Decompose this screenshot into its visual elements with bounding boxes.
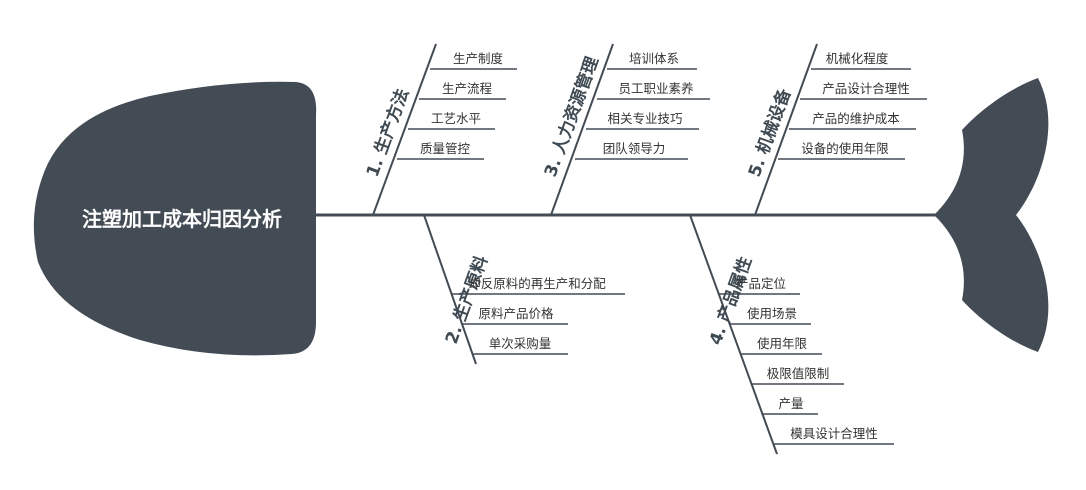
category-bone	[423, 214, 477, 365]
category-hr-management: 3. 人力资源管理 培训体系 员工职业素养 相关专业技巧 团队领导力	[540, 43, 710, 216]
fish-tail	[934, 78, 1049, 352]
category-bone	[550, 43, 614, 216]
cause-label: 产品的维护成本	[812, 111, 900, 126]
cause-label: 机械化程度	[826, 51, 889, 66]
cause-label: 员工职业素养	[618, 81, 693, 96]
head-title: 注塑加工成本归因分析	[82, 207, 282, 231]
cause-label: 团队领导力	[603, 141, 666, 156]
category-label: 1. 生产方法	[362, 86, 413, 180]
category-label: 4. 产品属性	[705, 254, 756, 348]
category-machinery: 5. 机械设备 机械化程度 产品设计合理性 产品的维护成本 设备的使用年限	[744, 43, 927, 216]
cause-label: 单次采购量	[489, 336, 552, 351]
category-label: 5. 机械设备	[744, 85, 796, 180]
cause-label: 却反原料的再生产和分配	[468, 276, 606, 291]
fish-head	[33, 81, 317, 356]
category-product-attributes: 4. 产品属性 产品定位 使用场景 使用年限 极限值限制 产量 模具设计合理性	[689, 214, 894, 455]
category-bone	[754, 43, 818, 216]
category-bone	[372, 43, 437, 216]
cause-label: 产品设计合理性	[822, 81, 910, 96]
cause-label: 设备的使用年限	[801, 141, 889, 156]
category-label: 2. 生产原料	[441, 253, 492, 347]
cause-label: 生产流程	[442, 81, 493, 96]
cause-label: 工艺水平	[431, 111, 481, 126]
cause-label: 产量	[778, 396, 803, 411]
category-bone	[689, 214, 778, 455]
cause-label: 生产制度	[453, 51, 504, 66]
cause-label: 模具设计合理性	[790, 426, 878, 441]
cause-label: 相关专业技巧	[607, 111, 682, 126]
cause-label: 极限值限制	[767, 366, 830, 381]
cause-label: 使用年限	[757, 336, 808, 351]
category-production-method: 1. 生产方法 生产制度 生产流程 工艺水平 质量管控	[362, 43, 517, 216]
cause-label: 使用场景	[747, 306, 797, 321]
category-raw-materials: 2. 生产原料 却反原料的再生产和分配 原料产品价格 单次采购量	[423, 214, 625, 365]
cause-label: 原料产品价格	[478, 306, 554, 321]
cause-label: 培训体系	[629, 51, 679, 66]
cause-label: 质量管控	[420, 141, 471, 156]
cause-label: 产品定位	[736, 276, 786, 291]
